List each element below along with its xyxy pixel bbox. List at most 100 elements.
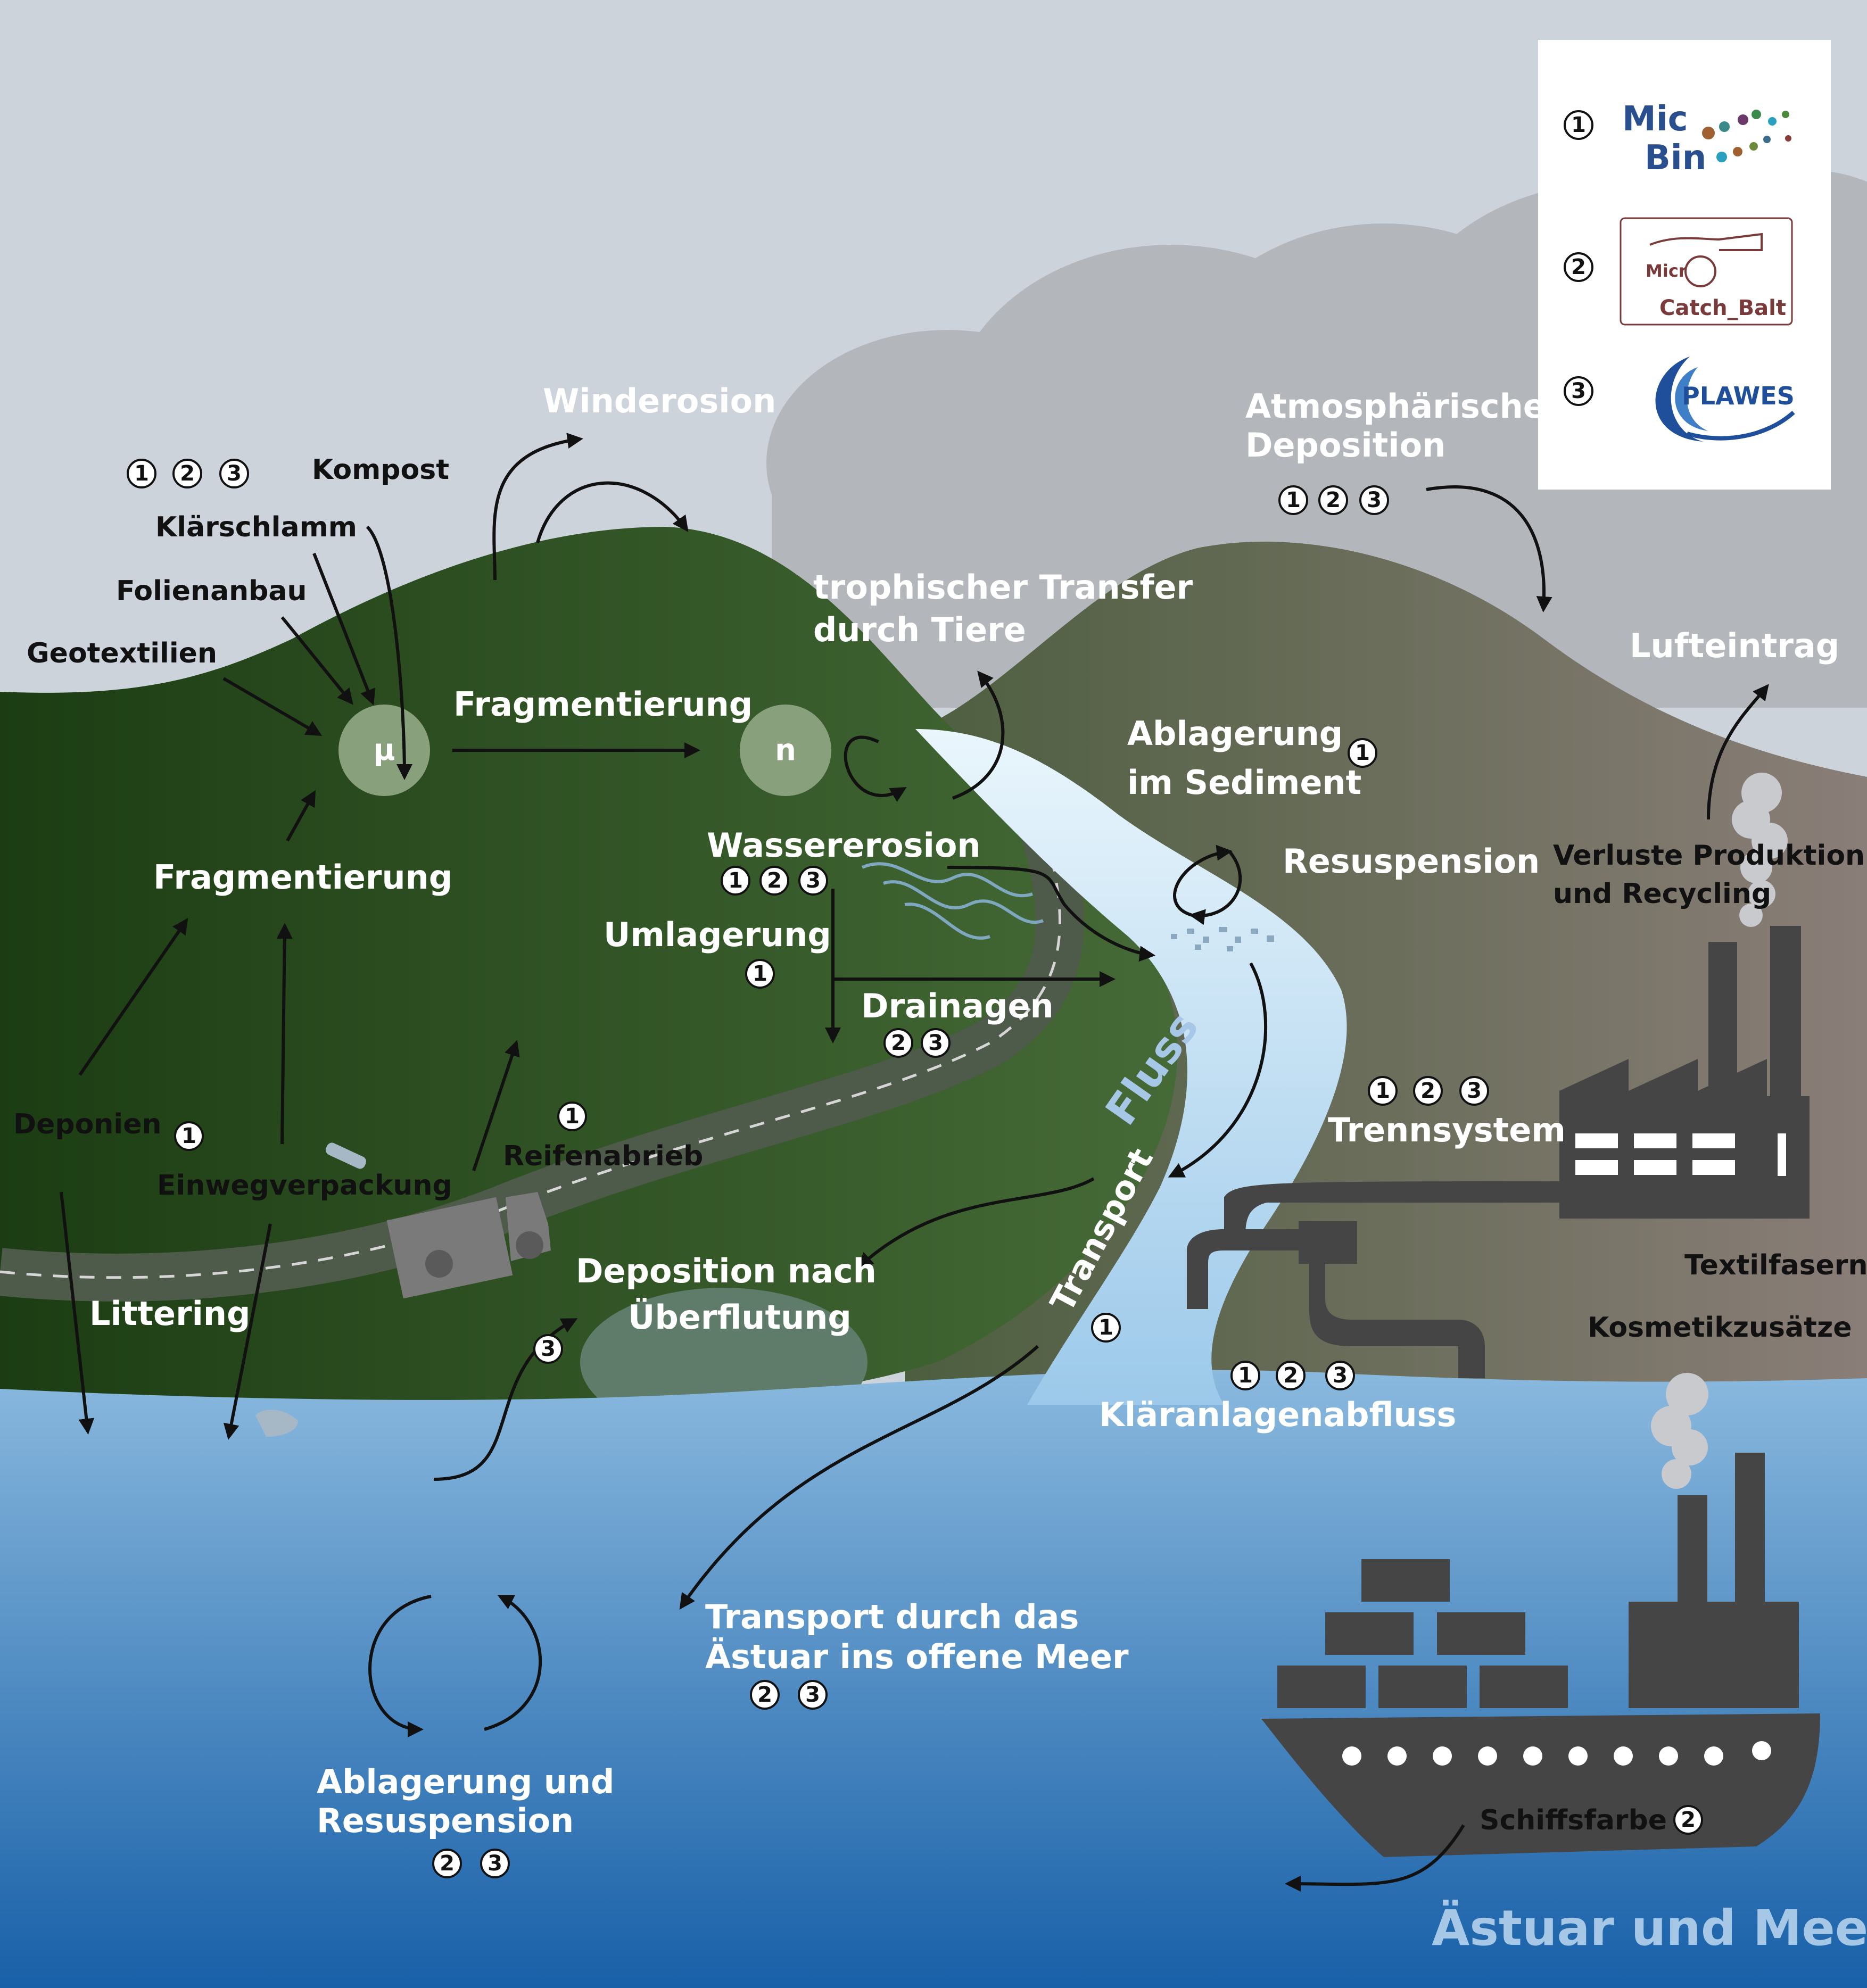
label-schiffsfarbe: Schiffsfarbe: [1480, 1804, 1667, 1836]
label-deposition-2: Überflutung: [628, 1298, 852, 1337]
label-textilfasern: Textilfasern: [1684, 1249, 1867, 1281]
svg-text:3: 3: [806, 868, 821, 893]
label-abl-res-1: Ablagerung und: [317, 1762, 614, 1801]
label-wassererosion: Wassererosion: [707, 826, 981, 865]
svg-text:1: 1: [1098, 1315, 1113, 1340]
badge-3: 3: [533, 1334, 563, 1364]
sea: [0, 1370, 1867, 1988]
label-littering: Littering: [89, 1294, 250, 1333]
label-kosmetik: Kosmetikzusätze: [1588, 1312, 1852, 1344]
badge-1: 1: [557, 1101, 587, 1131]
label-einwegverpackung: Einwegverpackung: [157, 1170, 452, 1202]
badge-1: 1: [1278, 485, 1308, 515]
svg-text:3: 3: [805, 1683, 820, 1707]
legend-badge-1: 1: [1564, 110, 1593, 140]
ship-smoke: [1651, 1373, 1708, 1489]
label-klaeranlage: Kläranlagenabfluss: [1099, 1395, 1456, 1434]
svg-text:2: 2: [1681, 1808, 1696, 1832]
label-fragmentierung-top: Fragmentierung: [453, 685, 753, 724]
label-winderosion: Winderosion: [543, 382, 776, 420]
label-transport-meer-2: Ästuar ins offene Meer: [705, 1637, 1129, 1676]
badge-1: 1: [721, 866, 750, 896]
factory-smoke: [1732, 773, 1788, 927]
label-drainagen: Drainagen: [861, 987, 1054, 1025]
logo-plawes: PLAWES: [1655, 357, 1795, 442]
badge-1: 1: [1348, 738, 1377, 768]
svg-text:2: 2: [1571, 255, 1586, 279]
svg-text:3: 3: [488, 1851, 502, 1876]
svg-text:1: 1: [1571, 113, 1586, 137]
svg-text:2: 2: [440, 1851, 455, 1876]
badge-1: 1: [127, 459, 156, 488]
label-folienanbau: Folienanbau: [116, 575, 307, 607]
factory: [1187, 926, 1810, 1378]
label-lufteintrag: Lufteintrag: [1630, 626, 1839, 665]
badge-1: 1: [174, 1121, 204, 1151]
road-line: [0, 792, 1061, 1279]
badge-3: 3: [1459, 1076, 1489, 1106]
svg-text:3: 3: [227, 461, 242, 486]
micro-symbol: µ: [373, 733, 395, 768]
black-labels: Kompost Klärschlamm Folienanbau Geotexti…: [13, 454, 1867, 1836]
badge-3: 3: [921, 1028, 951, 1058]
badge-3: 3: [798, 1680, 828, 1710]
label-astuar: Ästuar und Meer: [1432, 1899, 1867, 1957]
nano-particle: [740, 705, 831, 796]
svg-text:1: 1: [753, 962, 767, 986]
label-ablagerung-sed-1: Ablagerung: [1127, 714, 1343, 753]
label-deponien: Deponien: [13, 1108, 162, 1140]
label-klaerschlamm: Klärschlamm: [155, 511, 357, 543]
label-deposition-1: Deposition nach: [576, 1252, 877, 1290]
svg-text:1: 1: [1286, 488, 1301, 512]
svg-text:3: 3: [1571, 379, 1586, 403]
ship-portholes: [1342, 1741, 1771, 1766]
badge-2: 2: [432, 1849, 462, 1878]
label-trophisch-1: trophischer Transfer: [813, 568, 1193, 607]
label-transport-meer-1: Transport durch das: [705, 1597, 1079, 1636]
badge-1: 1: [1368, 1076, 1398, 1106]
svg-text:3: 3: [1467, 1079, 1482, 1103]
badge-3: 3: [1325, 1361, 1355, 1390]
sediment-particles: [1171, 927, 1274, 951]
badge-2: 2: [759, 866, 789, 896]
svg-text:1: 1: [1355, 741, 1370, 765]
label-trennsystem: Trennsystem: [1328, 1111, 1566, 1149]
svg-text:1: 1: [181, 1124, 196, 1148]
svg-text:Micr: Micr: [1646, 261, 1687, 281]
badge-3: 3: [798, 866, 828, 896]
svg-text:3: 3: [541, 1337, 556, 1361]
label-trophisch-2: durch Tiere: [813, 610, 1026, 649]
logo-microcatch: Micr Catch_Balt: [1620, 217, 1793, 326]
truck: [386, 1192, 551, 1299]
label-geotextilien: Geotextilien: [27, 637, 217, 669]
label-reifenabrieb: Reifenabrieb: [503, 1140, 703, 1172]
project-badges: 1 2 3 1 2 3 1 1 2 3 1 2 3 1 1 1 2 3 3 1 …: [127, 459, 1703, 1878]
svg-text:PLAWES: PLAWES: [1682, 382, 1795, 410]
factory-windows: [1575, 1133, 1786, 1176]
svg-text:Bin: Bin: [1645, 138, 1706, 178]
svg-text:3: 3: [928, 1031, 943, 1055]
badge-2: 2: [1318, 485, 1348, 515]
svg-text:2: 2: [767, 868, 782, 893]
svg-text:2: 2: [1420, 1079, 1435, 1103]
badge-1: 1: [1091, 1313, 1121, 1343]
badge-2: 2: [1673, 1805, 1703, 1835]
nano-symbol: n: [775, 733, 796, 768]
legend-box: 1 2 3 Mic Bin Micr Catch_Balt: [1538, 40, 1831, 490]
svg-text:3: 3: [1367, 488, 1382, 512]
label-verluste-1: Verluste Produktion: [1553, 840, 1865, 872]
svg-text:3: 3: [1333, 1363, 1348, 1388]
label-abl-res-2: Resuspension: [317, 1801, 574, 1840]
label-ablagerung-sed-2: im Sediment: [1127, 763, 1361, 802]
svg-text:2: 2: [1326, 488, 1341, 512]
label-atmos-1: Atmosphärische: [1245, 387, 1546, 426]
label-kompost: Kompost: [312, 454, 449, 486]
label-fragmentierung-left: Fragmentierung: [153, 858, 452, 897]
svg-text:1: 1: [1375, 1079, 1390, 1103]
svg-text:1: 1: [1238, 1363, 1253, 1388]
svg-text:Catch_Balt: Catch_Balt: [1659, 296, 1786, 320]
svg-text:1: 1: [134, 461, 149, 486]
badge-2: 2: [1276, 1361, 1306, 1390]
label-resuspension: Resuspension: [1283, 842, 1540, 881]
